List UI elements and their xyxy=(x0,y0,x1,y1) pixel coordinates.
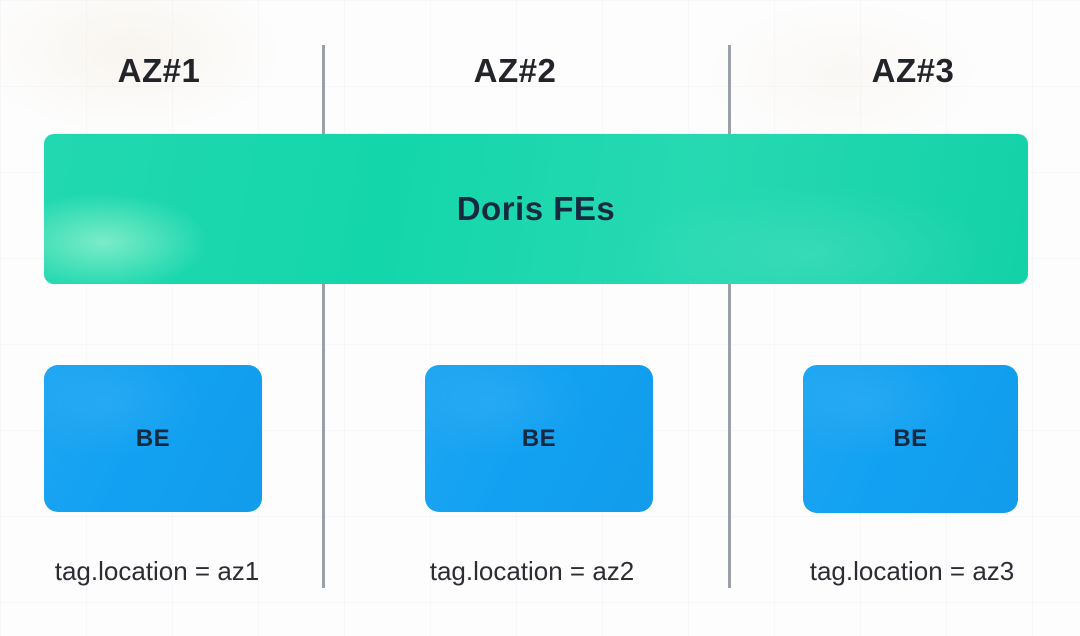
zone-divider-az1-az2 xyxy=(322,45,325,588)
tag-location-label-az1: tag.location = az1 xyxy=(54,556,260,586)
be-box-az2: BE xyxy=(425,365,653,512)
doris-fe-box: Doris FEs xyxy=(44,134,1028,284)
be-box-az3: BE xyxy=(803,365,1018,513)
be-label-az3: BE xyxy=(893,425,928,452)
doris-fe-label: Doris FEs xyxy=(456,190,616,227)
tag-location-label-az2: tag.location = az2 xyxy=(429,556,635,586)
zone-header-az3: AZ#3 xyxy=(871,52,955,89)
zone-header-az1: AZ#1 xyxy=(117,52,201,89)
be-label-az2: BE xyxy=(521,424,557,452)
zone-divider-az2-az3 xyxy=(728,45,731,588)
zone-header-az2: AZ#2 xyxy=(473,52,557,89)
be-label-az1: BE xyxy=(135,424,171,452)
be-box-az1: BE xyxy=(44,365,262,512)
tag-location-label-az3: tag.location = az3 xyxy=(809,556,1015,586)
